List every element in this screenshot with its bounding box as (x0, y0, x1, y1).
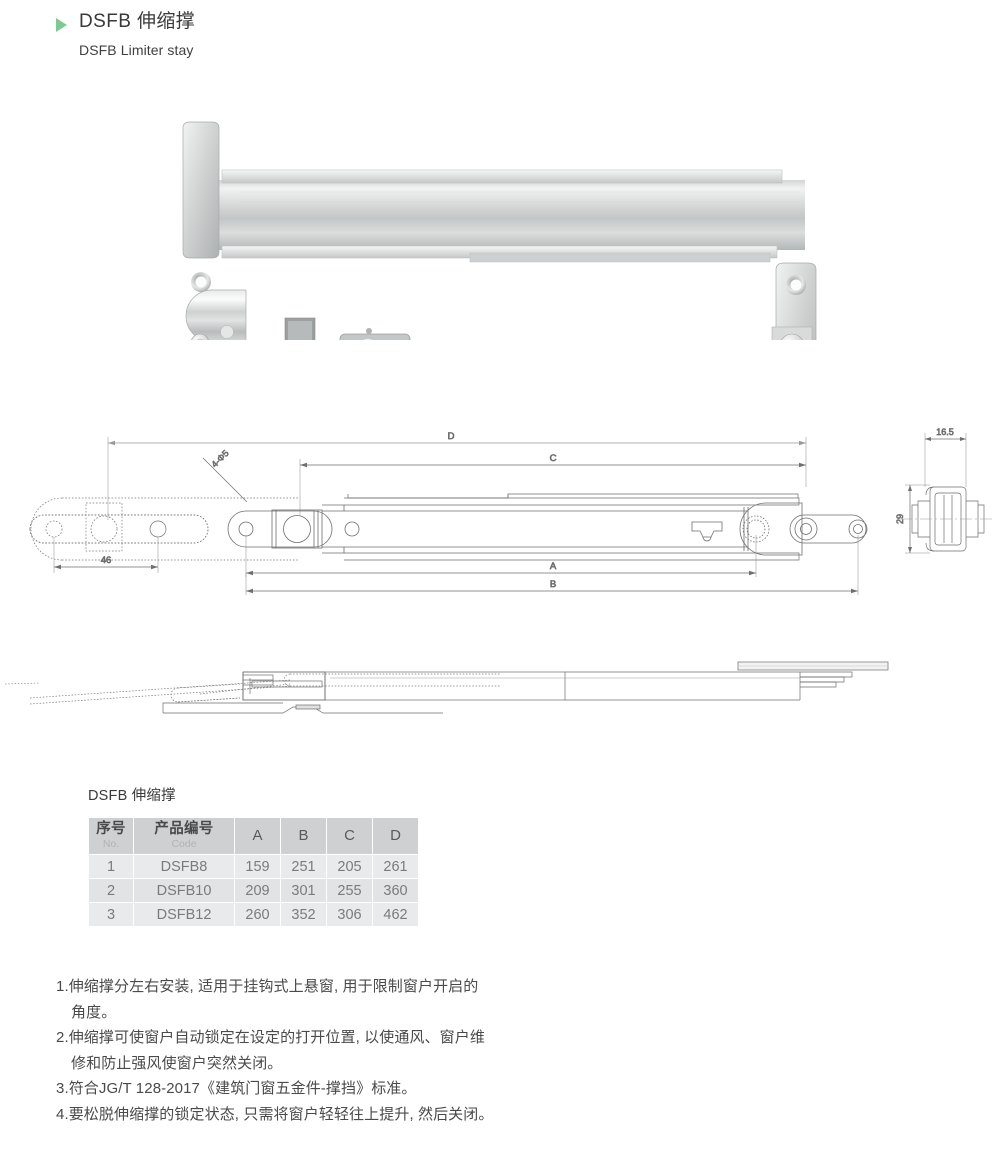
cell-d: 360 (373, 879, 418, 902)
cell-code: DSFB10 (134, 879, 234, 902)
product-photo (0, 120, 1002, 436)
notes-block: 1.伸缩撑分左右安装, 适用于挂钩式上悬窗, 用于限制窗户开启的 角度。 2.伸… (56, 974, 576, 1127)
cell-a: 260 (235, 903, 280, 926)
cell-code: DSFB12 (134, 903, 234, 926)
cell-a: 209 (235, 879, 280, 902)
cell-no: 2 (89, 879, 133, 902)
table-row: 1 DSFB8 159 251 205 261 (89, 855, 418, 878)
technical-drawing-plan: D C (0, 415, 1002, 615)
page-title-en: DSFB Limiter stay (79, 42, 194, 58)
dim-label-b: B (550, 579, 556, 590)
cell-c: 205 (327, 855, 372, 878)
col-header-no-cn: 序号 (96, 821, 126, 838)
table-header-row: 序号 No. 产品编号 Code A B C D (89, 818, 418, 854)
cell-no: 1 (89, 855, 133, 878)
spec-table-head: 序号 No. 产品编号 Code A B C D (89, 818, 418, 854)
note-line-2: 角度。 (71, 1003, 117, 1021)
note-line-1: 1.伸缩撑分左右安装, 适用于挂钩式上悬窗, 用于限制窗户开启的 (56, 978, 479, 995)
note-line-5: 3.符合JG/T 128-2017《建筑门窗五金件-撑挡》标准。 (56, 1080, 417, 1097)
triangle-right-icon (56, 18, 67, 32)
col-header-code: 产品编号 Code (134, 818, 234, 854)
col-header-b: B (281, 818, 326, 854)
cell-a: 159 (235, 855, 280, 878)
col-header-c: C (327, 818, 372, 854)
cell-c: 306 (327, 903, 372, 926)
technical-drawing-side (0, 650, 1002, 735)
cell-no: 3 (89, 903, 133, 926)
col-header-d: D (373, 818, 418, 854)
dim-label-46: 46 (101, 555, 112, 566)
spec-table-caption: DSFB 伸缩撑 (88, 788, 176, 804)
spec-table-block: DSFB 伸缩撑 序号 No. 产品编号 Code A B C (88, 784, 419, 927)
cell-code: DSFB8 (134, 855, 234, 878)
note-line-6: 4.要松脱伸缩撑的锁定状态, 只需将窗户轻轻往上提升, 然后关闭。 (56, 1105, 494, 1123)
plan-drawing-svg: D C (29, 427, 994, 595)
col-header-code-en: Code (171, 837, 197, 850)
col-header-no: 序号 No. (89, 818, 133, 854)
side-drawing-svg (4, 661, 889, 714)
cell-b: 352 (281, 903, 326, 926)
note-line-4: 修和防止强风使窗户突然关闭。 (71, 1054, 283, 1072)
product-photo-svg (182, 121, 817, 436)
table-row: 2 DSFB10 209 301 255 360 (89, 879, 418, 902)
cell-d: 462 (373, 903, 418, 926)
page-title-cn: DSFB 伸缩撑 (79, 11, 196, 32)
page-header: DSFB 伸缩撑 DSFB Limiter stay (56, 10, 576, 59)
table-row: 3 DSFB12 260 352 306 462 (89, 903, 418, 926)
cell-d: 261 (373, 855, 418, 878)
section-view: 16.5 29 (895, 427, 994, 554)
cell-c: 255 (327, 879, 372, 902)
col-header-code-cn: 产品编号 (154, 821, 214, 838)
dim-label-a: A (550, 561, 557, 572)
col-header-no-en: No. (102, 837, 120, 850)
cell-b: 251 (281, 855, 326, 878)
col-header-a: A (235, 818, 280, 854)
dim-label-d: D (448, 431, 455, 442)
note-line-3: 2.伸缩撑可使窗户自动锁定在设定的打开位置, 以使通风、窗户维 (56, 1029, 485, 1046)
spec-table-body: 1 DSFB8 159 251 205 261 2 DSFB10 209 301… (89, 855, 418, 926)
dim-label-c: C (550, 453, 557, 464)
dim-label-holes: 4-Φ5 (209, 448, 230, 469)
cell-b: 301 (281, 879, 326, 902)
spec-table: 序号 No. 产品编号 Code A B C D (88, 817, 419, 927)
dim-label-165: 16.5 (936, 427, 954, 437)
